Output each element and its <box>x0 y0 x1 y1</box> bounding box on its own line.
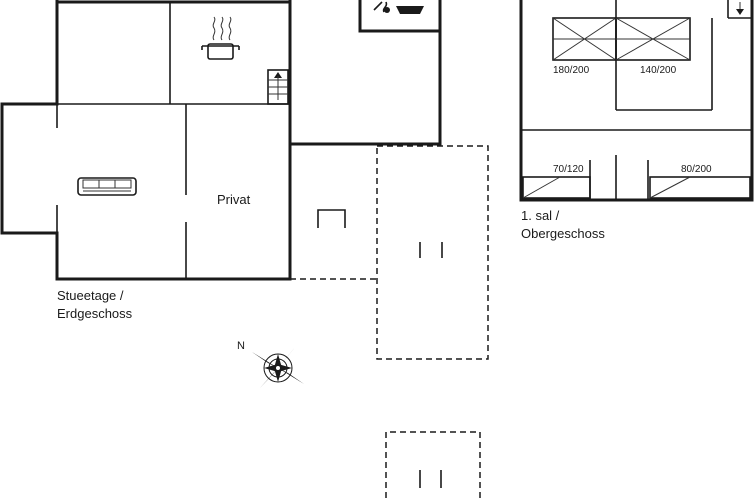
first-floor-plan <box>519 0 754 202</box>
compass-icon: N <box>237 340 304 388</box>
terrace-area <box>376 145 489 360</box>
outdoor-area <box>385 431 481 498</box>
bed-80-200 <box>649 176 751 199</box>
first-floor-label-line1: 1. sal / <box>521 208 560 223</box>
ground-floor-label-line1: Stueetage / <box>57 288 124 303</box>
ground-floor-label-line2: Erdgeschoss <box>57 306 133 321</box>
stairs-icon <box>267 69 289 105</box>
coffee-icon <box>373 1 424 14</box>
bed-label-4: 80/200 <box>681 164 712 175</box>
stairs-down-icon <box>736 2 744 15</box>
bed-label-3: 70/120 <box>553 164 584 175</box>
first-floor-label-line2: Obergeschoss <box>521 226 605 241</box>
bed-180-200 <box>552 17 617 61</box>
bed-label-2: 140/200 <box>640 65 677 76</box>
compass-north-label: N <box>237 340 245 352</box>
bed-label-1: 180/200 <box>553 65 590 76</box>
cooking-pot-icon <box>201 16 240 60</box>
sofa-icon <box>77 177 137 196</box>
ground-floor-plan <box>0 0 442 281</box>
room-label-privat: Privat <box>217 192 251 207</box>
bed-140-200 <box>615 17 691 61</box>
bed-70-120 <box>522 176 591 199</box>
